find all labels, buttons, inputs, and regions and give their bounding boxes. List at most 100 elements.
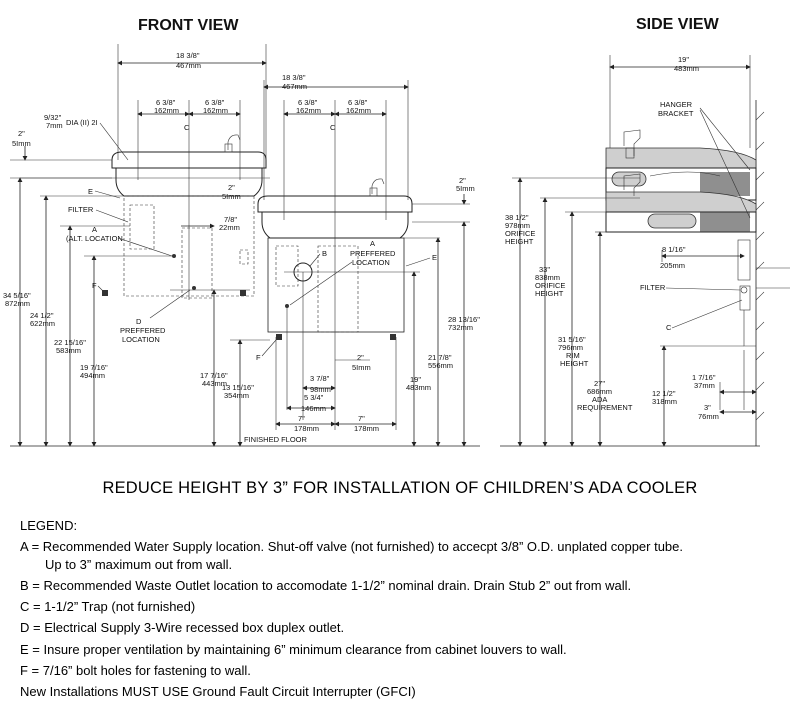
drawing-label: C: [330, 123, 336, 132]
drawing-label: ORIFICE: [505, 229, 535, 238]
drawing-label: 27": [594, 379, 605, 388]
drawing-label: 19 7/16": [80, 363, 108, 372]
legend: LEGEND: A = Recommended Water Supply loc…: [20, 515, 683, 703]
drawing-label: 22mm: [219, 223, 240, 232]
drawing-label: 13 15/16": [222, 383, 254, 392]
drawing-label: HEIGHT: [560, 359, 589, 368]
drawing-label: 162mm: [154, 106, 179, 115]
front-lower-labels: B A PREFFERED LOCATION E F: [256, 239, 437, 362]
drawing-label: C: [184, 123, 190, 132]
drawing-label: 3": [704, 403, 711, 412]
drawing-label: 178mm: [354, 424, 379, 433]
front-upper-dims: 18 3/8" 467mm 6 3/8" 162mm 6 3/8" 162mm …: [10, 44, 270, 300]
drawing-label: 21 7/8": [428, 353, 452, 362]
drawing-label: C: [666, 323, 672, 332]
drawing-label: 5Imm: [222, 192, 241, 201]
drawing-label: D: [136, 317, 142, 326]
side-view-title: SIDE VIEW: [636, 16, 720, 33]
legend-item-e: E = Insure proper ventilation by maintai…: [20, 641, 567, 657]
side-wall: [755, 100, 765, 446]
drawing-label: 2": [459, 176, 466, 185]
front-upper-unit: [102, 134, 267, 299]
drawing-label: 483mm: [406, 383, 431, 392]
drawing-label: HEIGHT: [535, 289, 564, 298]
drawing-label: B: [322, 249, 327, 258]
drawing-label: 31 5/16": [558, 335, 586, 344]
drawing-label: 556mm: [428, 361, 453, 370]
front-upper-labels: E FILTER A (ALT. LOCATION F D PREFFERED …: [66, 187, 191, 344]
drawing-label: 8 1/16": [662, 245, 686, 254]
legend-item-a: A = Recommended Water Supply location. S…: [20, 539, 684, 555]
drawing-label: HEIGHT: [505, 237, 534, 246]
drawing-label: 18 3/8": [176, 51, 200, 60]
drawing-label: 2": [18, 129, 25, 138]
drawing-label: 205mm: [660, 261, 685, 270]
drawing-label: RIM: [566, 351, 580, 360]
drawing-label: 2": [357, 353, 364, 362]
drawing-label: 732mm: [448, 323, 473, 332]
side-labels: HANGER BRACKET FILTER C: [640, 100, 751, 332]
side-upper-unit: [605, 129, 757, 201]
drawing-label: E: [432, 253, 437, 262]
drawing-label: 583mm: [56, 346, 81, 355]
drawing-label: 467mm: [282, 82, 307, 91]
drawing-label: 1 7/16": [692, 373, 716, 382]
drawing-label: 686mm: [587, 387, 612, 396]
drawing-label: REQUIREMENT: [577, 403, 633, 412]
drawing-label: 178mm: [294, 424, 319, 433]
drawing-label: 318mm: [652, 397, 677, 406]
drawing-label: 838mm: [535, 273, 560, 282]
drawing-label: 622mm: [30, 319, 55, 328]
legend-item-d: D = Electrical Supply 3-Wire recessed bo…: [20, 620, 345, 636]
drawing-label: 12 1/2": [652, 389, 676, 398]
drawing-label: 5 3/4": [304, 393, 324, 402]
drawing-label: 33": [539, 265, 550, 274]
drawing-label: ADA: [592, 395, 607, 404]
side-lower-unit: [605, 173, 757, 233]
drawing-label: PREFFERED: [350, 249, 396, 258]
drawing-label: 3 7/8": [310, 374, 330, 383]
drawing-label: 443mm: [202, 379, 227, 388]
drawing-label: 7/8": [224, 215, 237, 224]
drawing-label: 146mm: [301, 404, 326, 413]
drawing-label: 7mm: [46, 121, 63, 130]
drawing-label: 6 3/8": [348, 98, 368, 107]
drawing-label: 7": [298, 414, 305, 423]
legend-item-c: C = 1-1/2” Trap (not furnished): [20, 599, 196, 615]
drawing-label: DIA (II) 2I: [66, 118, 98, 127]
drawing-label: 483mm: [674, 64, 699, 73]
drawing-label: 24 1/2": [30, 311, 54, 320]
drawing-label: F: [256, 353, 261, 362]
floor-line: FINISHED FLOOR: [10, 435, 480, 447]
drawing-label: 18 3/8": [282, 73, 306, 82]
legend-item-a-continued: Up to 3” maximum out from wall.: [45, 556, 233, 572]
drawing-label: 5Imm: [456, 184, 475, 193]
drawing-label: 6 3/8": [205, 98, 225, 107]
drawing-label: (ALT. LOCATION: [66, 234, 123, 243]
drawing-label: LOCATION: [352, 258, 390, 267]
front-view-title: FRONT VIEW: [138, 17, 239, 34]
drawing-label: E: [88, 187, 93, 196]
drawing-label: 162mm: [346, 106, 371, 115]
drawing-label: 6 3/8": [298, 98, 318, 107]
drawing-label: FINISHED FLOOR: [244, 435, 308, 444]
front-lower-dims: 18 3/8" 467mm 6 3/8" 162mm 6 3/8" 162mm …: [263, 73, 480, 447]
drawing-label: 6 3/8": [156, 98, 176, 107]
drawing-label: 76mm: [698, 412, 719, 421]
drawing-label: 162mm: [203, 106, 228, 115]
drawing-label: F: [92, 281, 97, 290]
drawing-label: 354mm: [224, 391, 249, 400]
drawing-label: 28 13/16": [448, 315, 480, 324]
drawing-label: LOCATION: [122, 335, 160, 344]
side-plumbing: [737, 239, 790, 347]
drawing-label: 9/32": [44, 113, 62, 122]
drawing-label: 19": [678, 55, 689, 64]
drawing-label: FILTER: [640, 283, 666, 292]
drawing-label: ORIFICE: [535, 281, 565, 290]
drawing-label: 22 15/16": [54, 338, 86, 347]
drawing-label: 5Imm: [12, 139, 31, 148]
reduce-height-note: REDUCE HEIGHT BY 3” FOR INSTALLATION OF …: [102, 479, 698, 497]
drawing-label: 467mm: [176, 61, 201, 70]
legend-item-b: B = Recommended Waste Outlet location to…: [20, 577, 632, 593]
drawing-label: A: [92, 225, 97, 234]
